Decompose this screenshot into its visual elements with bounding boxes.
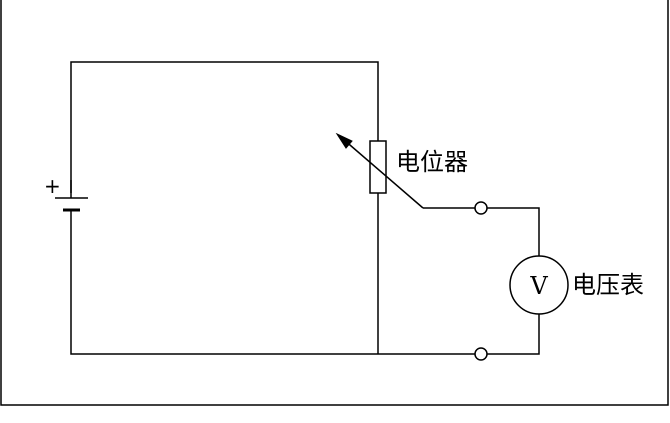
battery-symbol [55, 180, 88, 222]
wire-terminal-top-to-meter [487, 207, 540, 256]
potentiometer-resistor [369, 140, 387, 194]
potentiometer-label: 电位器 [396, 148, 468, 176]
battery-plus-sign: + [44, 174, 61, 198]
wire-left-bottom [70, 222, 378, 355]
wire-left-top [70, 61, 379, 180]
voltmeter-label: 电压表 [572, 271, 644, 299]
terminal-bottom [474, 347, 488, 361]
voltmeter-symbol: V [529, 272, 548, 300]
terminal-top [474, 201, 488, 215]
wiper-arrowhead-icon [335, 132, 353, 149]
wiper-arrow-line [342, 138, 424, 209]
diagram-frame [0, 0, 669, 406]
potentiometer-wiper [335, 132, 424, 209]
wire-meter-to-terminal-bottom [487, 314, 540, 355]
voltmeter-circle [509, 255, 569, 315]
